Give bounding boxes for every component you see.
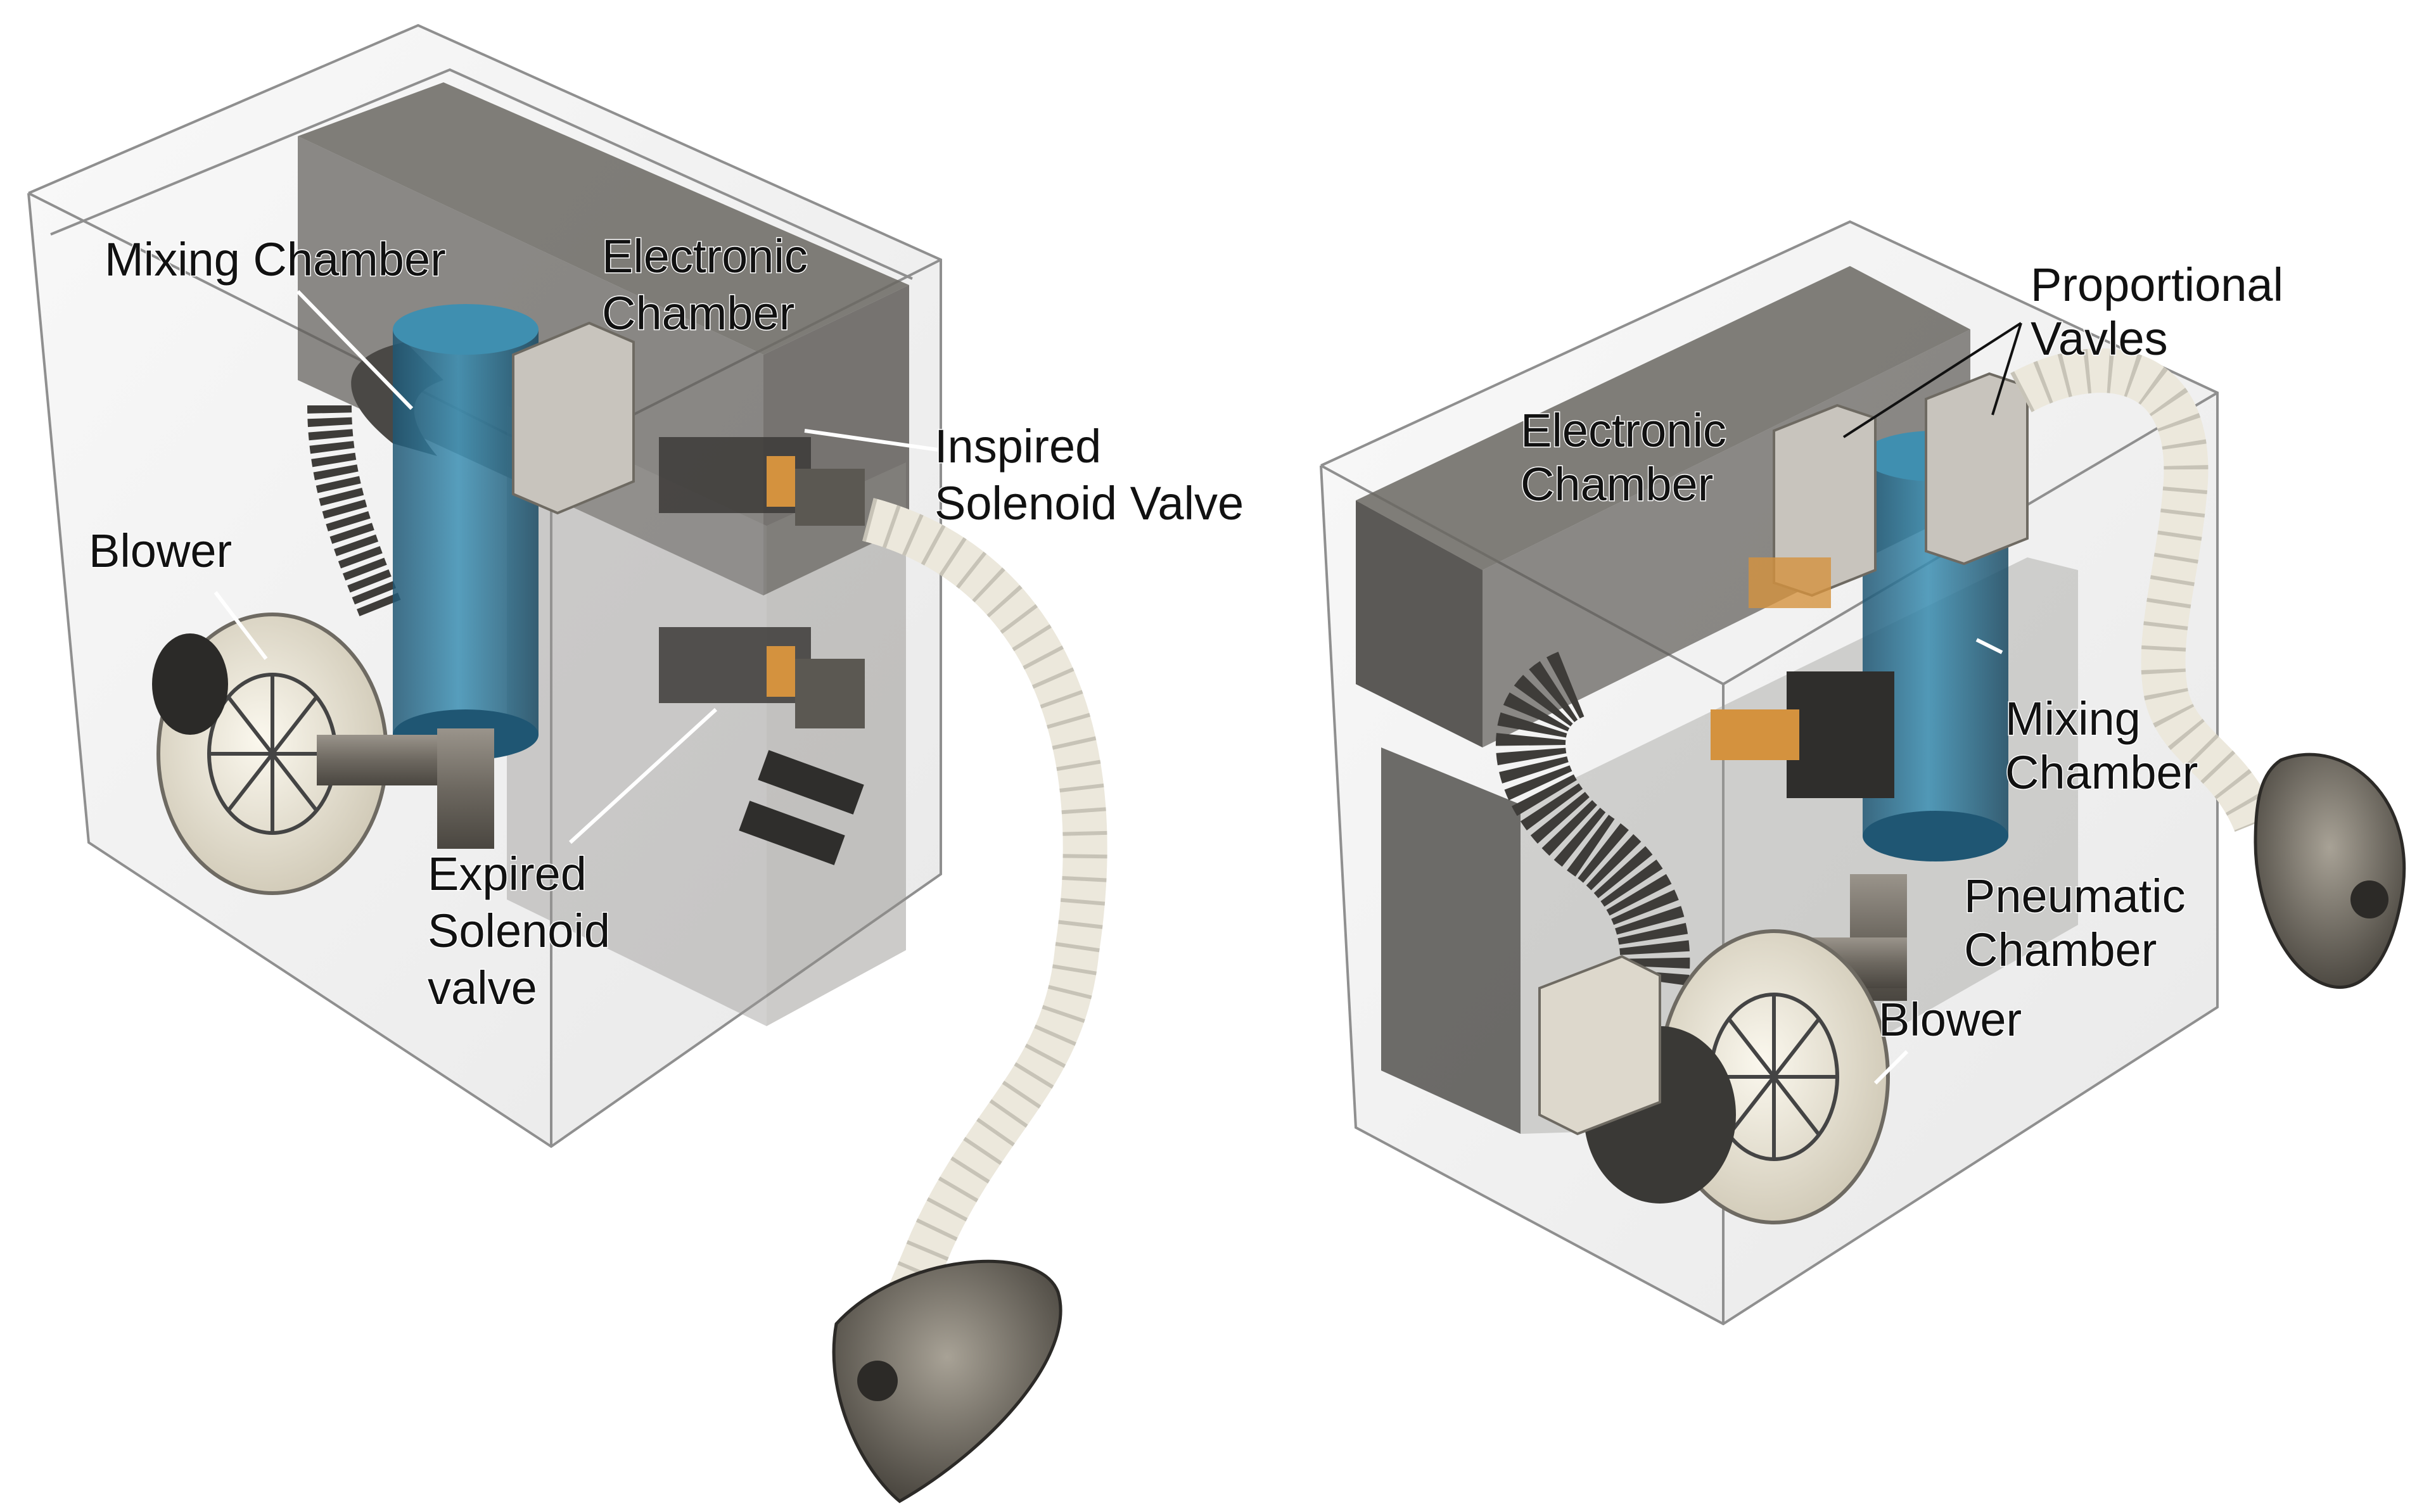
- label-electronic-chamber-r1: Electronic: [1521, 404, 1726, 457]
- label-electronic-chamber-2: Chamber: [602, 287, 794, 340]
- left-blower: [152, 613, 494, 895]
- label-proportional-2: Vavles: [2031, 312, 2168, 365]
- left-connectors: [739, 750, 864, 865]
- label-pneumatic-1: Pneumatic: [1964, 870, 2186, 922]
- label-expired-3: valve: [428, 962, 537, 1014]
- label-mixing-chamber: Mixing Chamber: [105, 233, 446, 286]
- left-valve-boxes: [512, 321, 865, 728]
- right-hose: [2010, 348, 2276, 832]
- left-pneumatic-chamber: [507, 405, 906, 1026]
- right-blower: [1538, 874, 1907, 1224]
- label-inspired-2: Solenoid Valve: [934, 477, 1244, 530]
- left-hose: [860, 498, 1107, 1371]
- label-blower-r: Blower: [1878, 993, 2022, 1046]
- label-mixing-r2: Chamber: [2005, 746, 2198, 799]
- label-inspired-1: Inspired: [934, 420, 1101, 473]
- label-expired-1: Expired: [428, 848, 587, 900]
- right-proportional-valves: [1773, 372, 2029, 597]
- label-electronic-chamber-1: Electronic: [602, 230, 808, 283]
- right-flex-duct: [1496, 651, 1690, 987]
- right-annotations: Proportional Vavles Electronic Chamber M…: [1520, 258, 2285, 1085]
- label-expired-2: Solenoid: [428, 905, 610, 957]
- left-annotations: Mixing Chamber Electronic Chamber Blower…: [88, 229, 1245, 1015]
- label-pneumatic-2: Chamber: [1964, 924, 2157, 976]
- label-blower: Blower: [89, 524, 232, 577]
- label-electronic-chamber-r2: Chamber: [1521, 458, 1713, 511]
- label-proportional-1: Proportional: [2031, 258, 2283, 311]
- right-mask: [2254, 753, 2406, 989]
- right-solenoid: [1711, 557, 1894, 798]
- left-mask: [832, 1259, 1062, 1504]
- label-mixing-r1: Mixing: [2005, 692, 2141, 745]
